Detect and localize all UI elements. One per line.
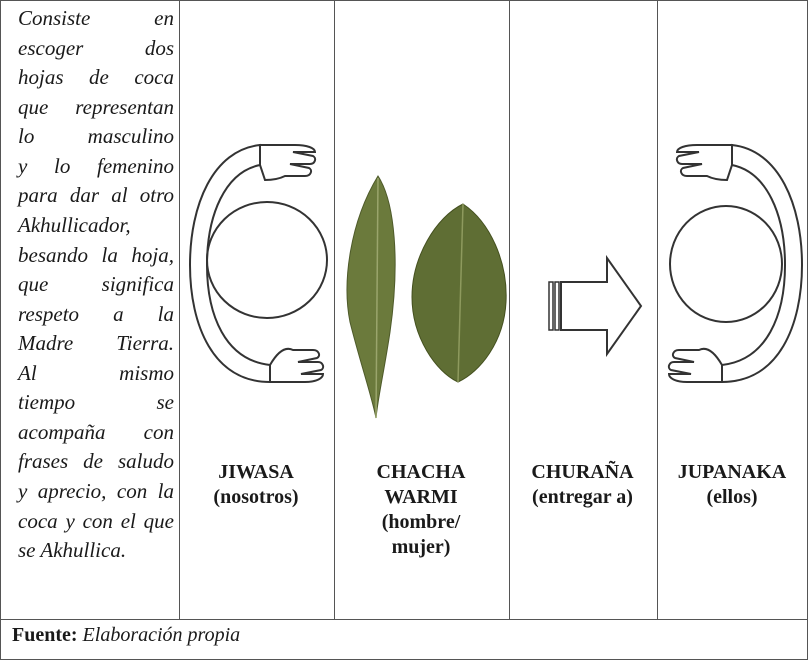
description-line: escoger dos [18, 34, 174, 64]
label-subtitle: (nosotros) [179, 485, 333, 510]
caption-divider [1, 619, 807, 620]
label-title: JIWASA [179, 460, 333, 485]
description-line: tiempo se [18, 388, 174, 418]
description-line: Madre Tierra. [18, 329, 174, 359]
description-line: se Akhullica. [18, 536, 126, 566]
description-line: lo masculino [18, 122, 174, 152]
reverse-circular-arrow-hands-icon [662, 120, 807, 410]
caption-label: Fuente: [12, 624, 78, 646]
caption-text: Elaboración propia [83, 624, 241, 646]
description-line: para dar al otro [18, 181, 174, 211]
column-divider [179, 1, 180, 619]
column-label-jiwasa: JIWASA (nosotros) [179, 460, 333, 510]
description-line: y lo femenino [18, 152, 174, 182]
column-label-churana: CHURAÑA (entregar a) [509, 460, 656, 510]
label-title: CHACHA [334, 460, 508, 485]
figure-caption: Fuente: Elaboración propia [12, 624, 240, 647]
right-arrow-icon [545, 250, 645, 360]
description-line: Al mismo [18, 359, 174, 389]
column-divider [657, 1, 658, 619]
column-label-jupanaka: JUPANAKA (ellos) [657, 460, 807, 510]
description-line: frases de saludo [18, 447, 174, 477]
coca-leaves-icon [340, 172, 510, 422]
label-subtitle: (hombre/ [334, 510, 508, 535]
description-line: que representan [18, 93, 174, 123]
description-line: besando la hoja, [18, 241, 174, 271]
description-line: coca y con el que [18, 507, 174, 537]
label-title: JUPANAKA [657, 460, 807, 485]
label-subtitle: (entregar a) [509, 485, 656, 510]
label-title: CHURAÑA [509, 460, 656, 485]
description-line: Consiste en [18, 4, 174, 34]
label-subtitle: (ellos) [657, 485, 807, 510]
description-line: acompaña con [18, 418, 174, 448]
label-subtitle: mujer) [334, 535, 508, 560]
description-line: y aprecio, con la [18, 477, 174, 507]
circular-arrow-hands-icon [185, 120, 335, 410]
description-line: que significa [18, 270, 174, 300]
description-line: respeto a la [18, 300, 174, 330]
label-title: WARMI [334, 485, 508, 510]
description-line: Akhullicador, [18, 211, 174, 241]
description-line: hojas de coca [18, 63, 174, 93]
column-label-chacha-warmi: CHACHA WARMI (hombre/ mujer) [334, 460, 508, 560]
